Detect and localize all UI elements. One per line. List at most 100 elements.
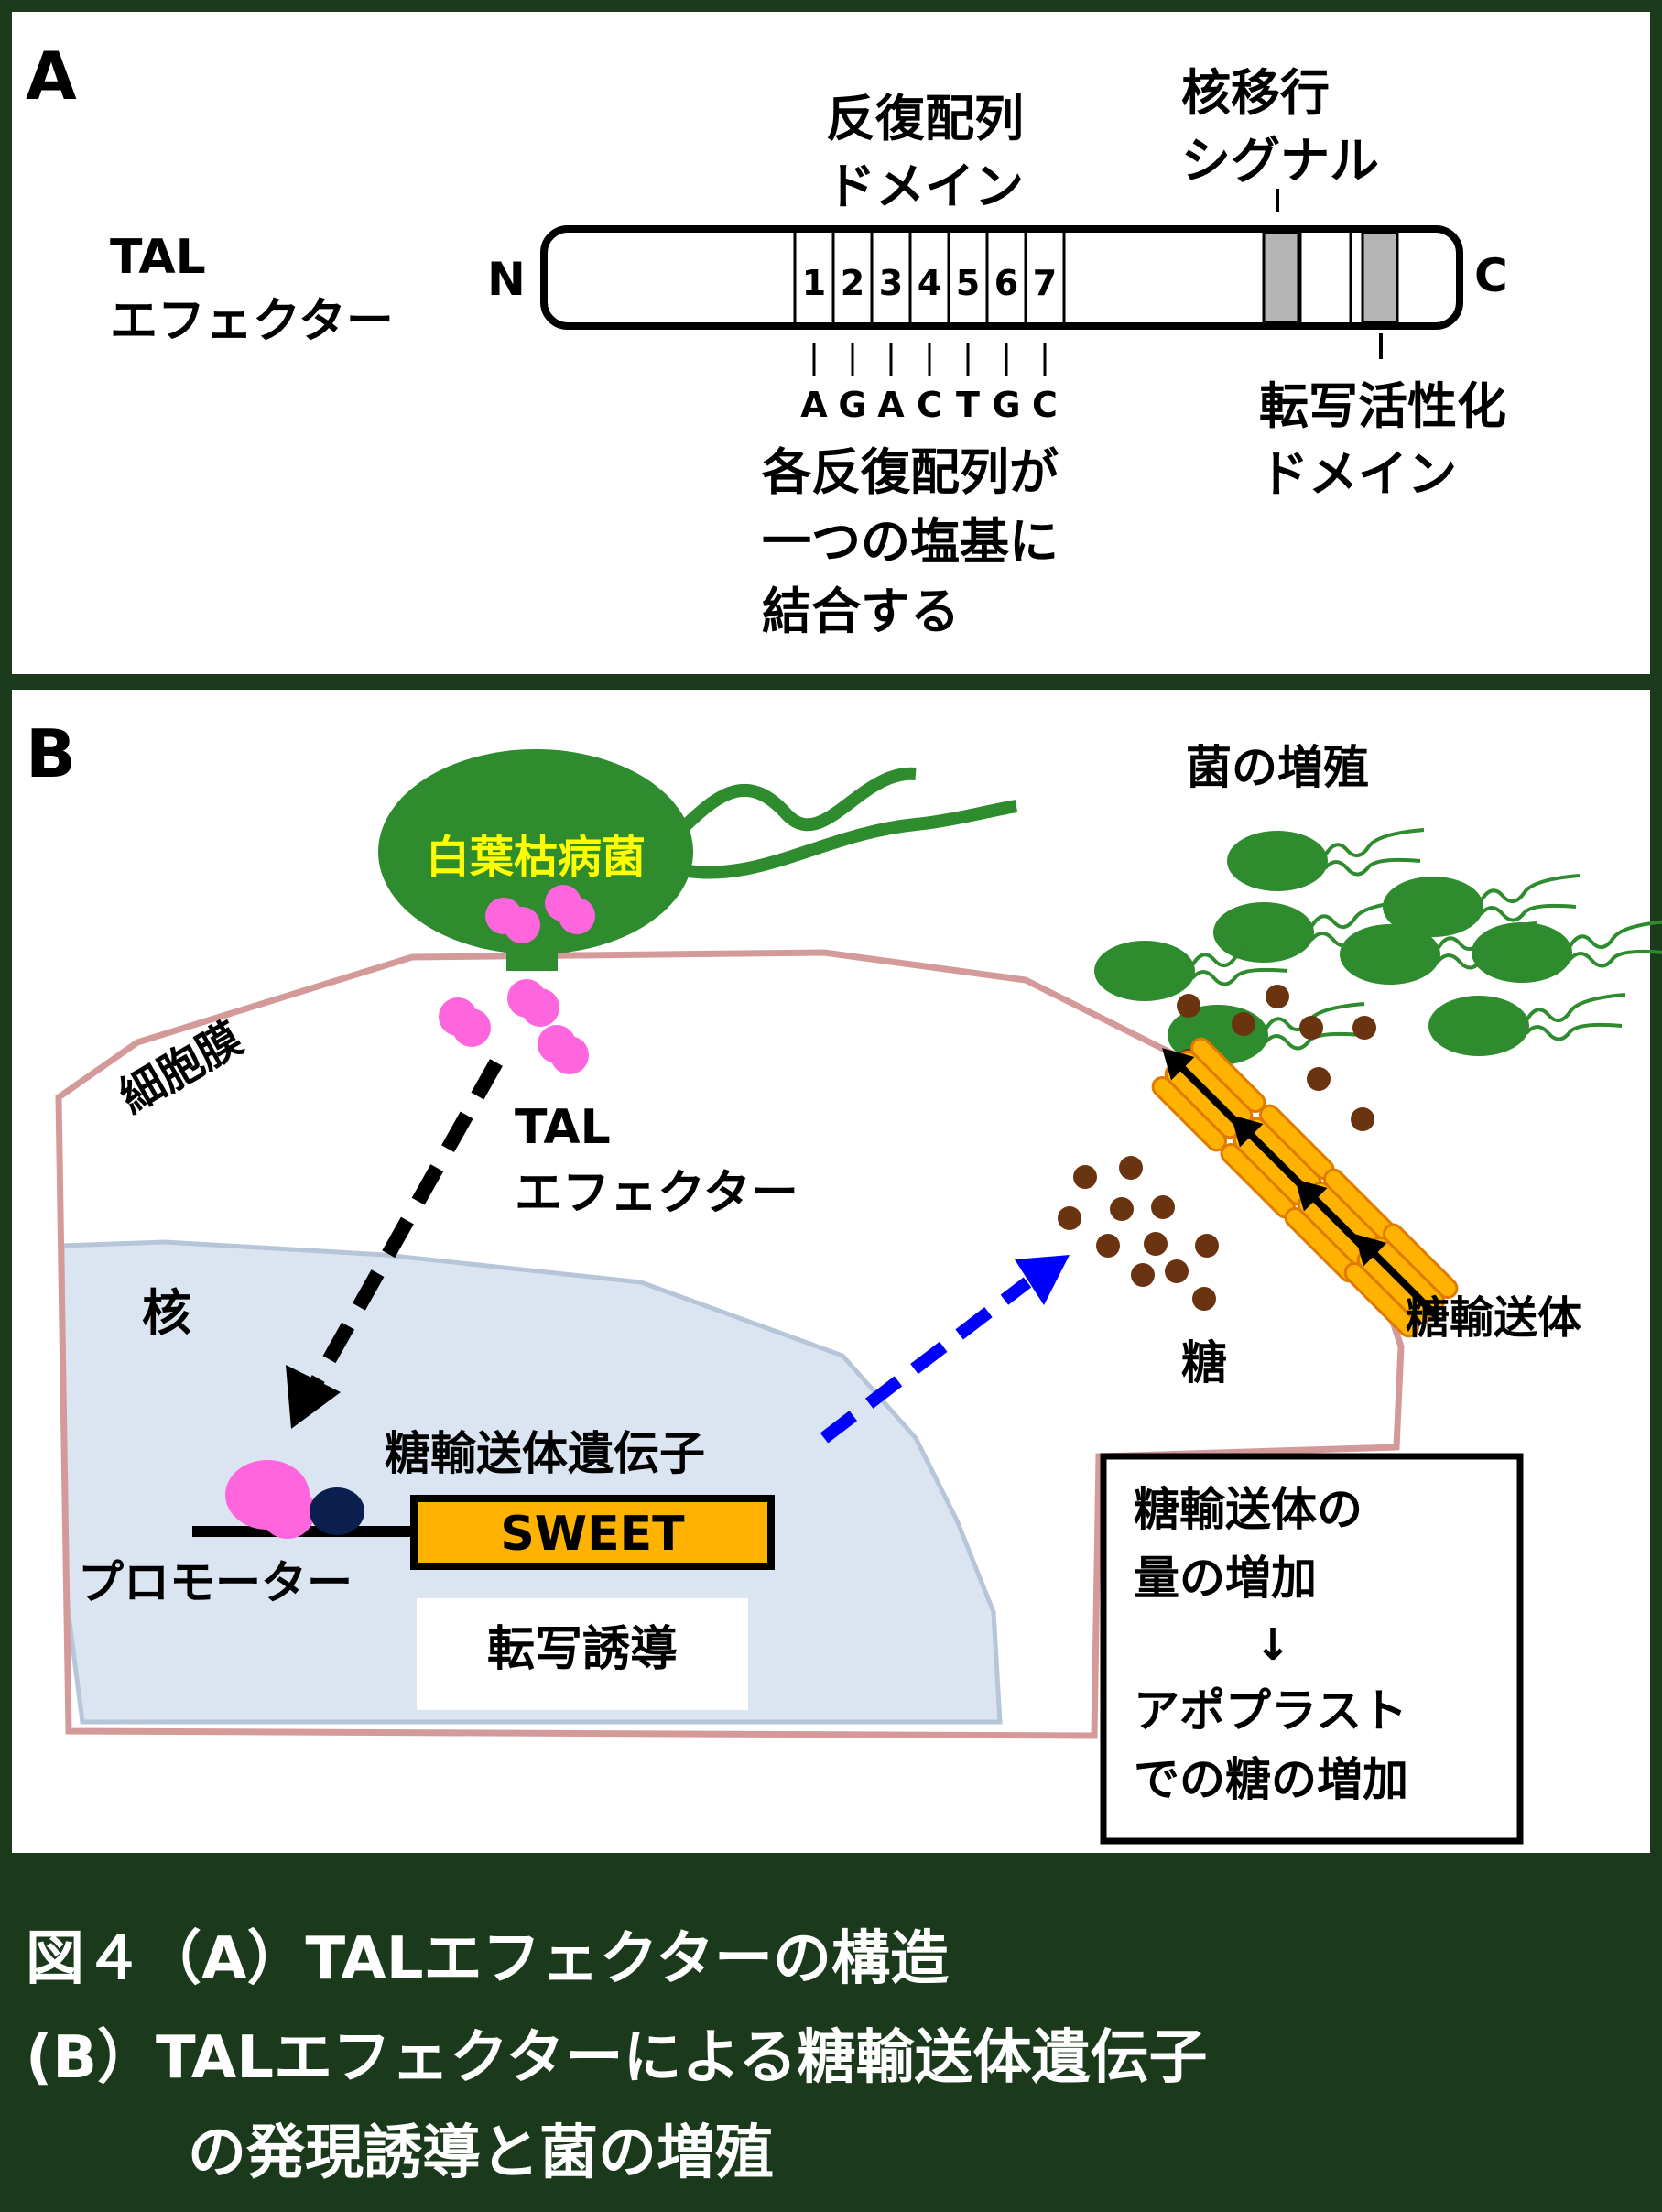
sugar-transporter [1151, 1037, 1266, 1152]
panel-a-letter: A [26, 38, 77, 114]
sugar-molecule [1165, 1259, 1189, 1283]
protein-label-line2: エフェクター [110, 294, 394, 349]
base-letter: G [838, 385, 866, 425]
caption-line2: (B）TALエフェクターによる糖輸送体遺伝子 [26, 2024, 1208, 2092]
sugar-molecule [1307, 1067, 1331, 1091]
n-terminal-label: N [487, 253, 526, 306]
proliferating-bacterium [1428, 996, 1529, 1056]
sugar-molecule [1192, 1287, 1216, 1311]
sugar-molecule [1177, 994, 1200, 1018]
flagellum-2 [680, 800, 1018, 879]
sugar-molecule [1131, 1263, 1155, 1287]
bacterium-flagellum [1568, 949, 1662, 968]
tal-protein-bar [540, 225, 1463, 330]
activation-domain-block [1361, 231, 1399, 324]
repeat-number: 6 [994, 263, 1018, 303]
sweet-gene-box [410, 1495, 775, 1570]
bacterium-flagellum [1525, 993, 1626, 1022]
proliferating-bacterium [1227, 831, 1328, 891]
transport-arrow-head [1354, 1234, 1387, 1267]
proliferation-label: 菌の増殖 [1186, 741, 1369, 794]
bacterium-flagellum [1568, 920, 1662, 949]
repeat-number: 7 [1033, 263, 1057, 303]
sugar-molecule [1151, 1195, 1175, 1219]
proliferating-bacterium [1213, 902, 1314, 963]
caption-line3: の発現誘導と菌の増殖 [188, 2119, 774, 2187]
pathogen-bacterium [378, 749, 693, 954]
sugar-molecule [1096, 1234, 1120, 1258]
caption-line1: 図４（A）TALエフェクターの構造 [26, 1925, 949, 1993]
base-letter: C [917, 385, 942, 425]
base-letter: A [877, 385, 905, 425]
transport-arrow-head [1295, 1179, 1328, 1212]
sugar-molecule [1195, 1234, 1219, 1258]
proliferating-bacterium [1383, 877, 1483, 937]
secretion-channel [506, 943, 558, 971]
sugar-molecule [1351, 1107, 1374, 1131]
bacterium-flagellum [1323, 828, 1425, 857]
activation-domain-line1: 転写活性化 [1259, 377, 1506, 435]
nucleus-label: 核 [142, 1284, 191, 1342]
bacterium-flagellum [1309, 899, 1411, 929]
secreted-effectors [439, 979, 589, 1074]
bacterium-flagellum [1190, 938, 1292, 967]
summary-line1: 糖輸送体の [1134, 1483, 1363, 1536]
gene-label: 糖輸送体遺伝子 [385, 1427, 705, 1480]
effector-label-line1: TAL [515, 1100, 611, 1155]
transporter-label: 糖輸送体 [1406, 1292, 1581, 1344]
summary-line4: での糖の増加 [1134, 1753, 1408, 1806]
repeat-number: 3 [879, 263, 903, 303]
repeat-note-line1: 各反復配列が [762, 443, 1059, 501]
c-terminal-label: C [1474, 249, 1508, 302]
effector-transport-arrow [310, 1059, 503, 1387]
summary-arrow: ↓ [1255, 1619, 1291, 1671]
sugar-molecule [1110, 1197, 1134, 1221]
transport-arrow [1367, 1247, 1439, 1319]
bound-tal-effector-2 [260, 1484, 315, 1539]
protein-label-line1: TAL [110, 230, 206, 285]
summary-line3: アポプラスト [1134, 1684, 1407, 1738]
activation-domain-line2: ドメイン [1259, 445, 1457, 503]
base-letter: C [1032, 385, 1058, 425]
repeat-number: 1 [802, 263, 826, 303]
sugar-molecule [1352, 1016, 1376, 1040]
effector-label-line2: エフェクター [515, 1166, 798, 1221]
sugar-transporter [1284, 1168, 1399, 1283]
transport-arrow-head [1231, 1115, 1264, 1148]
repeat-domain-line2: ドメイン [826, 158, 1024, 215]
bacterium-flagellum [1190, 967, 1288, 986]
nls-line2: シグナル [1181, 132, 1379, 190]
expression-arrow [820, 1277, 1032, 1444]
nucleus [60, 1239, 1003, 1725]
repeat-note-line2: 一つの塩基に [762, 513, 1059, 571]
nls-block-1 [1262, 231, 1300, 324]
promoter-label: プロモーター [78, 1556, 353, 1609]
sugar-molecule [1266, 985, 1289, 1008]
sugar-molecule [1058, 1206, 1081, 1230]
base-letter: T [956, 385, 980, 425]
rna-polymerase [310, 1487, 364, 1535]
summary-line2: 量の増加 [1134, 1552, 1317, 1605]
effector-arrow-head [286, 1365, 341, 1429]
repeat-note-line3: 結合する [762, 583, 960, 640]
transcription-box [417, 1598, 748, 1710]
panel-b-letter: B [26, 715, 76, 792]
sugar-molecule [1232, 1012, 1255, 1036]
transcription-label: 転写誘導 [487, 1622, 678, 1677]
base-letter: A [800, 385, 828, 425]
bacterium-flagellum [1479, 874, 1581, 903]
nls-line1: 核移行 [1181, 64, 1330, 122]
repeat-domain-line1: 反復配列 [826, 90, 1024, 147]
bacterium-flagellum [1323, 857, 1421, 877]
transport-arrow-head [1162, 1048, 1195, 1081]
bacterium-flagellum [1264, 1031, 1362, 1051]
expression-arrow-head [1015, 1255, 1070, 1305]
sugar-molecule [1299, 1016, 1323, 1040]
base-letter: G [992, 385, 1020, 425]
sugar-transporter [1343, 1223, 1459, 1338]
bacterium-flagellum [1479, 903, 1577, 922]
proliferating-bacterium [1340, 924, 1440, 985]
repeat-number: 5 [956, 263, 980, 303]
sugar-molecule [1073, 1165, 1097, 1189]
